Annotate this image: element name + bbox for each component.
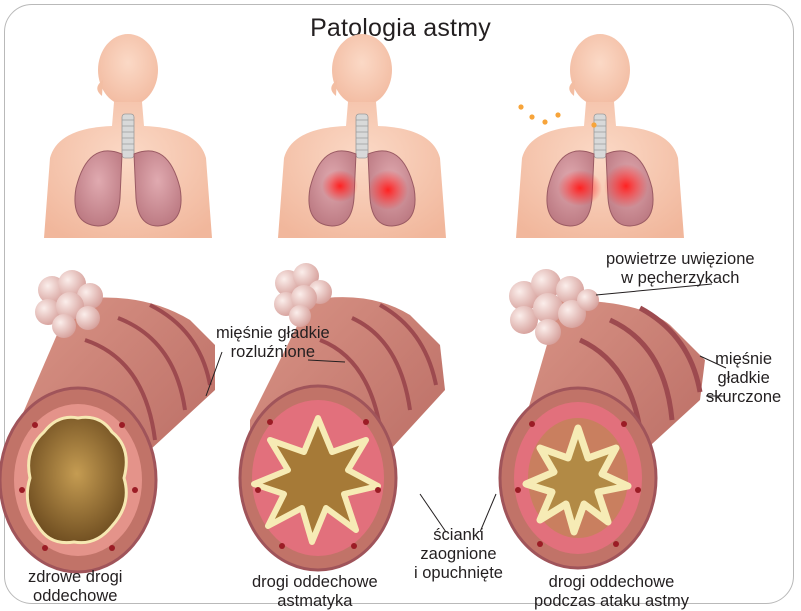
caption-asthmatic: drogi oddechowe astmatyka	[252, 573, 378, 611]
label-line: ścianki	[414, 526, 503, 545]
label-line: mięśnie	[706, 350, 781, 369]
person-attack	[516, 34, 684, 238]
label-smooth-muscle-relaxed: mięśnie gładkie rozluźnione	[216, 324, 330, 362]
caption-line: astmatyka	[252, 592, 378, 611]
caption-line: drogi oddechowe	[252, 573, 378, 592]
caption-healthy: zdrowe drogi oddechowe	[28, 568, 122, 606]
person-healthy	[44, 34, 212, 238]
label-line: w pęcherzykach	[606, 269, 755, 288]
label-line: mięśnie gładkie	[216, 324, 330, 343]
label-line: i opuchnięte	[414, 564, 503, 583]
caption-line: zdrowe drogi	[28, 568, 122, 587]
label-walls-inflamed: ścianki zaognione i opuchnięte	[414, 526, 503, 583]
label-line: powietrze uwięzione	[606, 250, 755, 269]
label-line: rozluźnione	[216, 343, 330, 362]
caption-line: podczas ataku astmy	[534, 592, 689, 611]
label-line: gładkie	[706, 369, 781, 388]
caption-line: oddechowe	[28, 587, 122, 606]
label-trapped-air: powietrze uwięzione w pęcherzykach	[606, 250, 755, 288]
label-line: skurczone	[706, 388, 781, 407]
label-line: zaognione	[414, 545, 503, 564]
airway-healthy	[0, 298, 215, 573]
person-asthmatic	[278, 34, 446, 238]
alveoli-healthy	[35, 270, 103, 338]
caption-attack: drogi oddechowe podczas ataku astmy	[534, 573, 689, 611]
label-smooth-muscle-contracted: mięśnie gładkie skurczone	[706, 350, 781, 407]
airway-attack	[500, 300, 705, 568]
caption-line: drogi oddechowe	[534, 573, 689, 592]
